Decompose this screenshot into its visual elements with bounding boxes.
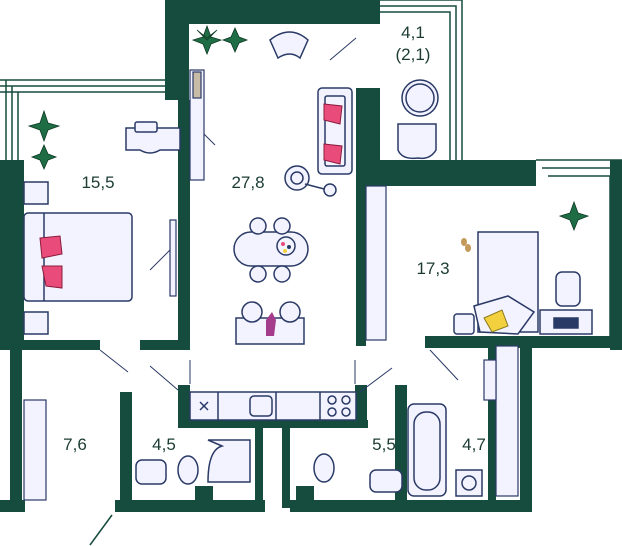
armchair-living [269, 31, 309, 60]
vases [266, 312, 276, 336]
nightstand [453, 313, 475, 335]
slippers [461, 238, 471, 252]
room-area-living: 27,8 [231, 173, 264, 192]
bath-left-fixtures [135, 439, 251, 485]
armchair-top-left [125, 121, 181, 154]
tv-stand-left [169, 219, 177, 297]
desk-chair [539, 271, 593, 335]
room-area-hall: 7,6 [63, 435, 87, 454]
kitchen-counter [189, 391, 357, 421]
room-area-bedroom-left: 15,5 [81, 173, 114, 192]
bed-left [23, 181, 133, 335]
bed-right [473, 231, 539, 335]
closet-shelves [483, 345, 519, 497]
door-swings [99, 37, 459, 393]
room-area-bath-left: 4,5 [152, 435, 176, 454]
walls [0, 0, 622, 512]
sofa-pillows [323, 103, 343, 165]
pillows-pink [39, 235, 63, 289]
plant-icon [27, 24, 590, 232]
room-area-loggia: 4,1 [401, 23, 425, 42]
bath-right-fixtures [313, 403, 483, 497]
dining-bowl-fruit [281, 242, 291, 253]
room-area-bath-right: 5,5 [372, 435, 396, 454]
floor-lamp [284, 165, 337, 197]
wardrobe-right [365, 185, 387, 341]
bookshelf-living [189, 69, 205, 181]
room-area-bedroom-right: 17,3 [416, 259, 449, 278]
loggia-furniture [397, 79, 439, 160]
dining-table [233, 217, 309, 283]
blanket-note [483, 309, 509, 333]
wardrobe-hall [23, 399, 47, 501]
room-area-closet: 4,7 [462, 435, 486, 454]
room-area-loggia-note: (2,1) [396, 45, 431, 64]
